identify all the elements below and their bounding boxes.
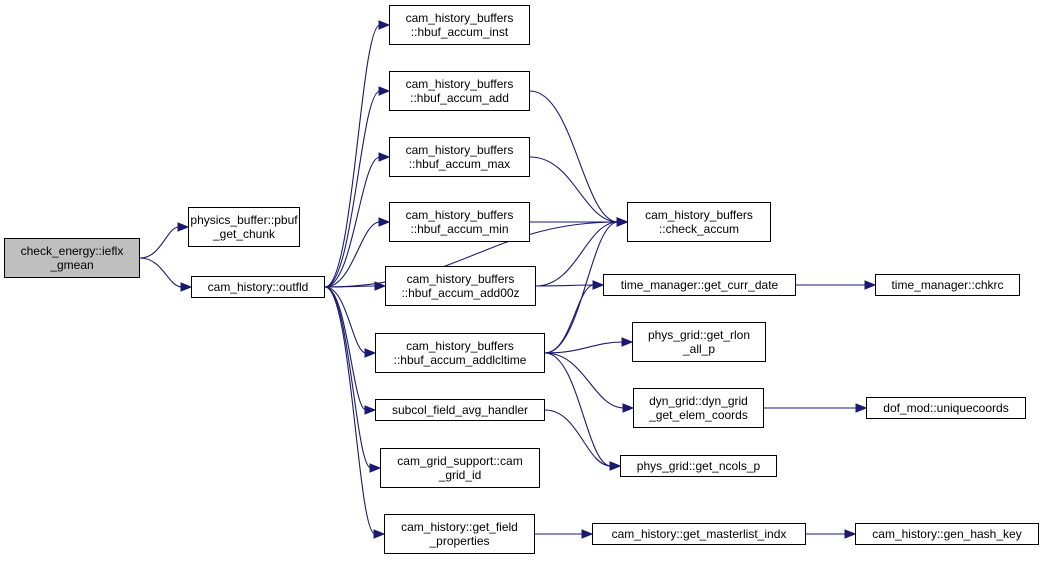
edge-outfld-to-hbuf_accum_min xyxy=(324,217,391,288)
edge-subcol_field_avg_handler-to-get_ncols_p xyxy=(544,409,622,471)
edge-hbuf_accum_addlcltime-to-get_rlon_all_p xyxy=(544,337,634,354)
node-cam-grid-id[interactable]: cam_grid_support::cam_grid_id xyxy=(380,448,540,488)
node-chkrc[interactable]: time_manager::chkrc xyxy=(875,274,1020,296)
edge-get_elem_coords-to-uniquecoords xyxy=(764,403,868,413)
edge-hbuf_accum_addlcltime-to-get_ncols_p xyxy=(544,352,622,471)
node-hbuf-accum-max[interactable]: cam_history_buffers::hbuf_accum_max xyxy=(389,137,530,177)
node-hbuf-accum-add00z[interactable]: cam_history_buffers::hbuf_accum_add00z xyxy=(385,266,536,306)
edge-outfld-to-hbuf_accum_addlcltime xyxy=(324,286,377,358)
edge-outfld-to-hbuf_accum_max xyxy=(324,152,391,288)
node-gen-hash-key[interactable]: cam_history::gen_hash_key xyxy=(855,523,1039,545)
edge-hbuf_accum_max-to-check_accum xyxy=(529,156,629,227)
edge-outfld-to-hbuf_accum_inst xyxy=(324,20,391,288)
edge-hbuf_accum_addlcltime-to-get_curr_date xyxy=(544,280,605,354)
node-get-ncols-p[interactable]: phys_grid::get_ncols_p xyxy=(620,455,777,477)
node-hbuf-accum-addlcltime[interactable]: cam_history_buffers::hbuf_accum_addlclti… xyxy=(375,333,545,373)
edge-get_masterlist_indx-to-gen_hash_key xyxy=(805,529,857,539)
node-get-masterlist-indx[interactable]: cam_history::get_masterlist_indx xyxy=(592,523,806,545)
node-hbuf-accum-inst[interactable]: cam_history_buffers::hbuf_accum_inst xyxy=(389,5,530,45)
node-get-curr-date[interactable]: time_manager::get_curr_date xyxy=(603,274,796,296)
node-check-accum[interactable]: cam_history_buffers::check_accum xyxy=(627,202,771,242)
edge-hbuf_accum_addlcltime-to-get_elem_coords xyxy=(544,352,635,413)
edge-get_curr_date-to-chkrc xyxy=(796,280,877,290)
edge-root-to-pbuf_get_chunk xyxy=(139,222,190,259)
node-get-field-properties[interactable]: cam_history::get_field_properties xyxy=(384,514,535,554)
edge-root-to-outfld xyxy=(139,257,193,292)
node-cam-history-outfld[interactable]: cam_history::outfld xyxy=(191,276,325,298)
node-hbuf-accum-add[interactable]: cam_history_buffers::hbuf_accum_add xyxy=(389,71,530,111)
node-uniquecoords[interactable]: dof_mod::uniquecoords xyxy=(866,397,1026,419)
edge-outfld-to-cam_grid_id xyxy=(324,286,382,473)
node-hbuf-accum-min[interactable]: cam_history_buffers::hbuf_accum_min xyxy=(389,202,530,242)
edge-outfld-to-hbuf_accum_add xyxy=(324,86,391,288)
edge-outfld-to-get_field_properties xyxy=(324,286,386,539)
node-pbuf-get-chunk[interactable]: physics_buffer::pbuf_get_chunk xyxy=(188,207,300,247)
edge-hbuf_accum_add-to-check_accum xyxy=(529,90,629,227)
node-subcol-field-avg-handler[interactable]: subcol_field_avg_handler xyxy=(375,399,545,421)
node-get-rlon-all-p[interactable]: phys_grid::get_rlon_all_p xyxy=(632,322,766,362)
node-check-energy-ieflx-gmean: check_energy::ieflx_gmean xyxy=(4,238,140,278)
edge-get_field_properties-to-get_masterlist_indx xyxy=(534,529,594,539)
node-get-elem-coords[interactable]: dyn_grid::dyn_grid_get_elem_coords xyxy=(633,388,764,428)
